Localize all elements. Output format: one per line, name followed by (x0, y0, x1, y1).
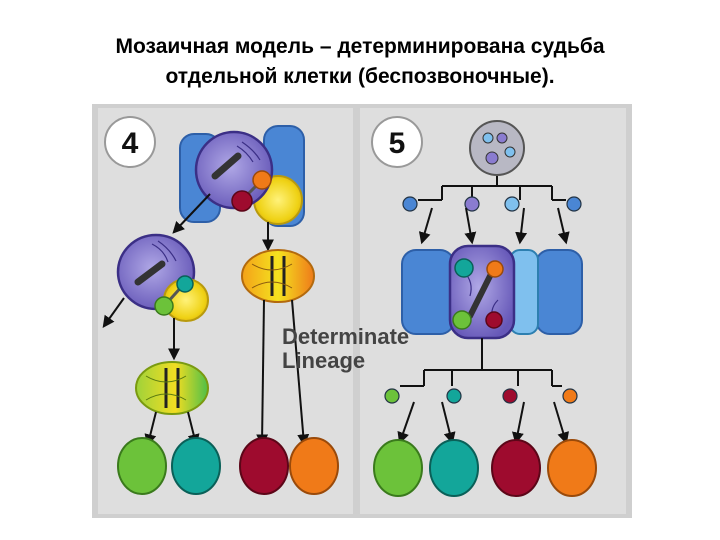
dark-red-determinant (231, 190, 253, 212)
arrow (418, 207, 433, 245)
orange-determinant (252, 170, 272, 190)
green-cell (117, 437, 167, 495)
teal-cell (171, 437, 221, 495)
chromosome (134, 260, 166, 286)
teal-dot (446, 388, 462, 404)
chromosome (467, 273, 493, 319)
title-line-2: отдельной клетки (беспозвоночные). (165, 65, 555, 88)
arrow (557, 207, 570, 245)
dividing-cell-green (135, 361, 209, 415)
orange-cell (289, 437, 339, 495)
spindle-fibers (145, 375, 187, 401)
blue-dot (402, 196, 418, 212)
determinant-dot (482, 132, 494, 144)
metaphase-chromosomes (164, 368, 180, 408)
arrow (515, 207, 528, 245)
arrow (102, 297, 125, 328)
branch-lines (441, 176, 553, 200)
spindle-fibers (151, 240, 177, 263)
purple-dot (464, 196, 480, 212)
green-determinant (154, 296, 174, 316)
teal-cell (429, 439, 479, 497)
determinant-dot (504, 146, 516, 158)
dark-red-determinant (485, 311, 503, 329)
arrow (464, 207, 477, 245)
light-blue-dot (504, 196, 520, 212)
arrow (291, 299, 310, 447)
green-cell (373, 439, 423, 497)
dark-red-cell (239, 437, 289, 495)
teal-determinant (176, 275, 194, 293)
blue-dot (566, 196, 582, 212)
determinant-dot (496, 132, 508, 144)
chromosome (211, 152, 242, 180)
spindle-fibers (236, 141, 261, 163)
panel-4-badge: 4 (104, 116, 156, 168)
spindle-fibers (251, 263, 293, 289)
orange-dot (562, 388, 578, 404)
dark-red-dot (502, 388, 518, 404)
figure-text-line-1: Determinate (282, 324, 409, 349)
orange-cell (547, 439, 597, 497)
blue-cell (535, 249, 583, 335)
metaphase-chromosomes (270, 256, 286, 296)
arrow (397, 401, 415, 445)
arrow (172, 193, 211, 234)
panel-5-badge: 5 (371, 116, 423, 168)
determinant-dot (485, 151, 499, 165)
panel-5-label: 5 (389, 127, 406, 160)
teal-determinant (454, 258, 474, 278)
dividing-cell-orange (241, 249, 315, 303)
arrow (441, 401, 456, 445)
branch-lines (423, 338, 553, 386)
panel-4-label: 4 (122, 127, 139, 160)
arrow (511, 401, 525, 445)
dark-red-cell (491, 439, 541, 497)
lineage-figure: 4 5 Determinate Lineage (92, 104, 632, 518)
arrow (256, 299, 269, 447)
grey-egg-cell (469, 120, 525, 176)
title-line-1: Мозаичная модель – детерминирована судьб… (115, 35, 605, 58)
slide-title: Мозаичная модель – детерминирована судьб… (0, 32, 720, 92)
green-determinant (452, 310, 472, 330)
arrow (553, 401, 569, 445)
blue-cell (401, 249, 455, 335)
orange-determinant (486, 260, 504, 278)
figure-text-line-2: Lineage (282, 348, 365, 373)
green-dot (384, 388, 400, 404)
